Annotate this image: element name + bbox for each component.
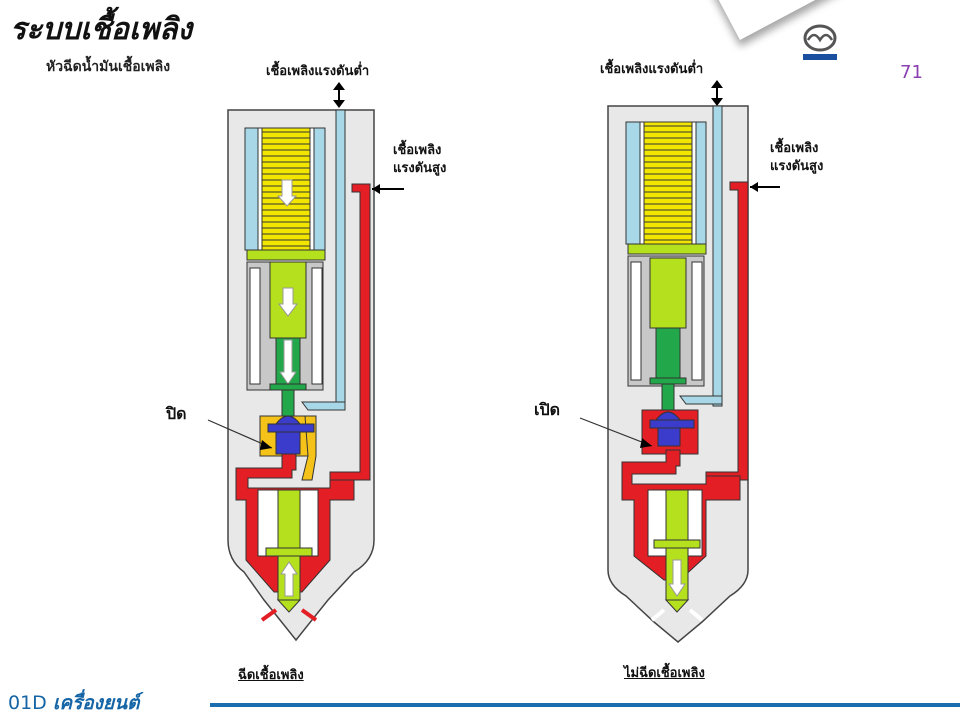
footer-divider <box>210 703 960 707</box>
low-pressure-channel <box>712 105 723 407</box>
low-pressure-arrow-icon <box>711 80 723 106</box>
right-valve-state: เปิด <box>534 400 561 419</box>
right-low-pressure-label: เชื้อเพลิงแรงดันต่ำ <box>600 62 704 77</box>
down-arrow-icon <box>278 287 298 317</box>
low-pressure-channel <box>335 109 346 411</box>
right-high-pressure-label: เชื้อเพลิง แรงดันสูง <box>770 140 823 176</box>
pointer-arrow-icon <box>640 438 652 448</box>
footer-section: 01D เครื่องยนต์ <box>8 688 139 718</box>
footer-code: 01D <box>8 692 47 714</box>
down-arrow-icon <box>279 339 297 385</box>
slide-subtitle: หัวฉีดน้ำมันเชื้อเพลิง <box>46 59 171 75</box>
injector-diagram-left <box>207 82 404 642</box>
page-number: 71 <box>900 62 923 83</box>
right-high-pressure-line1: เชื้อเพลิง <box>770 141 819 156</box>
low-pressure-arrow-icon <box>333 82 345 108</box>
mazda-logo-icon <box>803 24 837 60</box>
slide-title: ระบบเชื้อเพลิง <box>10 12 193 47</box>
plunger <box>655 327 681 379</box>
right-high-pressure-line2: แรงดันสูง <box>770 159 824 174</box>
down-arrow-icon <box>276 179 298 207</box>
high-pressure-arrow-icon <box>372 184 404 194</box>
right-caption: ไม่ฉีดเชื้อเพลิง <box>624 666 705 681</box>
down-arrow-icon <box>668 559 686 597</box>
high-pressure-arrow-icon <box>750 182 780 192</box>
armature <box>649 257 687 329</box>
left-caption: ฉีดเชื้อเพลิง <box>238 668 304 683</box>
left-high-pressure-label: เชื้อเพลิง แรงดันสูง <box>393 142 446 178</box>
left-high-pressure-line2: แรงดันสูง <box>393 161 447 176</box>
left-high-pressure-line1: เชื้อเพลิง <box>393 143 442 158</box>
ball-valve <box>267 423 315 433</box>
high-pressure-channel <box>329 183 371 481</box>
up-arrow-icon <box>280 561 298 597</box>
injector-diagram-right <box>579 80 780 643</box>
pointer-arrow-icon <box>260 440 272 450</box>
high-pressure-channel <box>705 181 749 481</box>
left-valve-state: ปิด <box>166 404 187 423</box>
footer-section-name: เครื่องยนต์ <box>52 692 140 714</box>
ball-valve <box>649 419 695 429</box>
solenoid-coil <box>643 121 693 245</box>
mazda-logo <box>800 22 840 72</box>
left-low-pressure-label: เชื้อเพลิงแรงดันต่ำ <box>266 64 370 79</box>
